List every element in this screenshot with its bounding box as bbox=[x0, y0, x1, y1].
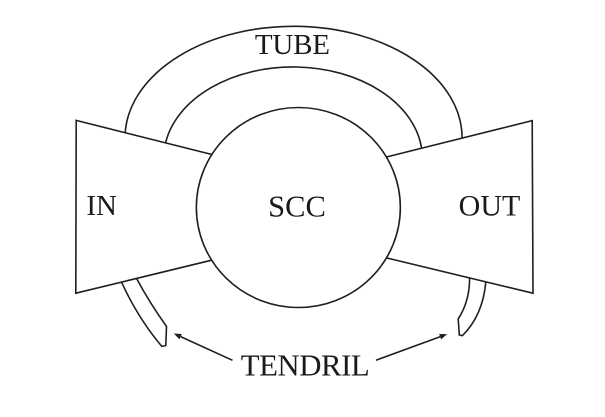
svg-text:IN: IN bbox=[86, 190, 117, 222]
svg-text:TENDRIL: TENDRIL bbox=[241, 349, 370, 383]
svg-text:TUBE: TUBE bbox=[255, 29, 330, 61]
svg-text:OUT: OUT bbox=[459, 190, 521, 223]
svg-text:SCC: SCC bbox=[268, 190, 326, 224]
